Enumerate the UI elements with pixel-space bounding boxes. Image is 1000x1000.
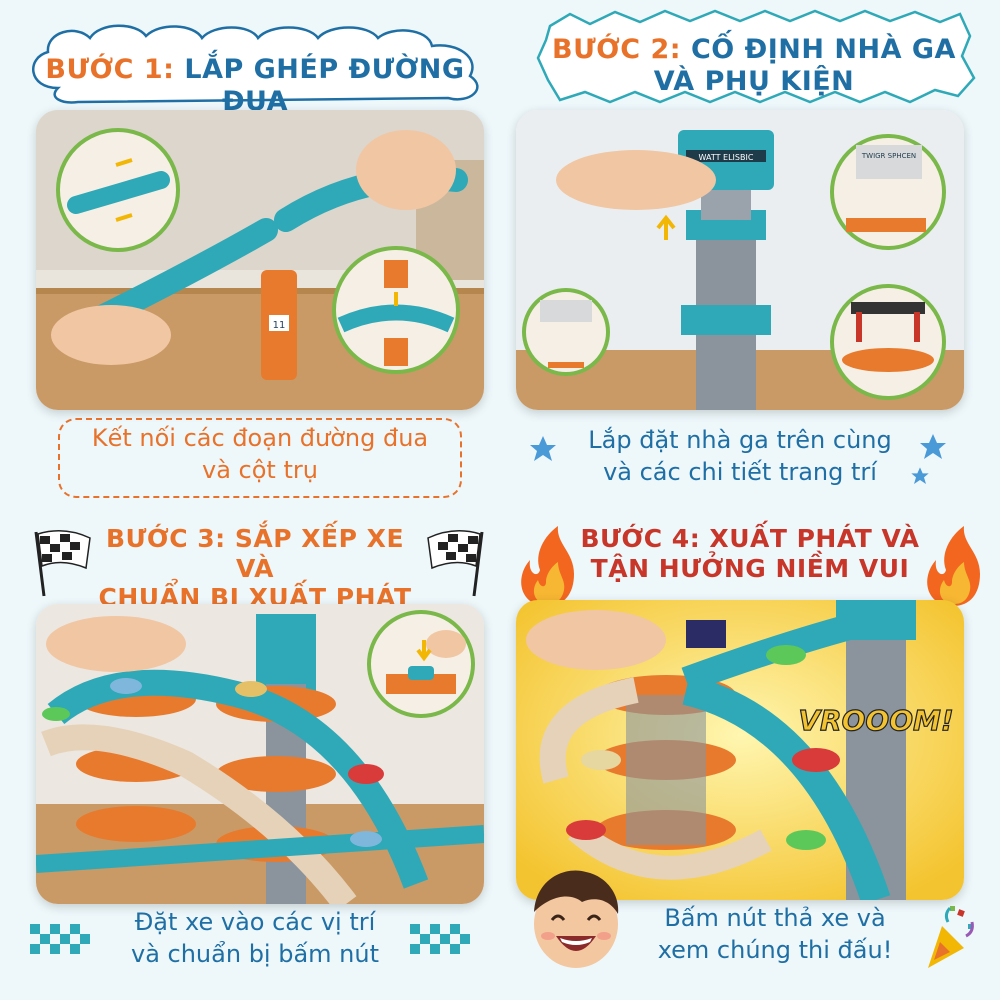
star-icon: [920, 434, 946, 459]
step-4-caption-line-1: Bấm nút thả xe và: [664, 904, 886, 932]
step-2-panel: BƯỚC 2: CỐ ĐỊNH NHÀ GA VÀ PHỤ KIỆN WATT …: [500, 0, 1000, 500]
step-4-photo: VROOOM!: [516, 600, 964, 900]
step-4-number: BƯỚC 4:: [580, 524, 701, 553]
billboard-text: TWIGR SPHCEN: [861, 152, 916, 160]
step-4-caption-line-2: xem chúng thi đấu!: [657, 936, 893, 965]
step-2-caption: Lắp đặt nhà ga trên cùng và các chi tiết…: [560, 424, 920, 489]
step-4-panel: BƯỚC 4: XUẤT PHÁT VÀ TẬN HƯỞNG NIỀM VUI: [500, 500, 1000, 1000]
step-3-heading-line-1: SẮP XẾP XE VÀ: [234, 524, 405, 583]
step-4-heading-line-2: TẬN HƯỞNG NIỀM VUI: [590, 553, 910, 583]
step-1-photo: 11: [36, 110, 484, 410]
star-icon: [911, 467, 929, 484]
smiling-boy-avatar: [534, 870, 619, 968]
step-1-caption-line-2: và cột trụ: [202, 456, 318, 485]
step-3-panel: BƯỚC 3: SẮP XẾP XE VÀ CHUẨN BỊ XUẤT PHÁT: [0, 500, 500, 1000]
star-icon: [530, 436, 556, 461]
station-sign: WATT ELISBIC: [699, 153, 754, 162]
step-2-caption-line-2: và các chi tiết trang trí: [603, 458, 877, 487]
flame-icon: [521, 526, 574, 606]
party-popper-icon: [928, 906, 974, 968]
step-3-photo: [36, 604, 484, 904]
step-2-photo: WATT ELISBIC TWIGR SPHCEN: [516, 110, 964, 410]
step-1-panel: BƯỚC 1: LẮP GHÉP ĐƯỜNG ĐUA 11: [0, 0, 500, 500]
step-3-caption: Đặt xe vào các vị trí và chuẩn bị bấm nú…: [100, 906, 410, 971]
cloud-title-background: [32, 24, 479, 104]
step-4-heading-line-1: XUẤT PHÁT VÀ: [709, 524, 920, 553]
checkered-border-icon: [410, 924, 470, 954]
checkered-flag-icon: [427, 530, 484, 597]
step-3-title: BƯỚC 3: SẮP XẾP XE VÀ CHUẨN BỊ XUẤT PHÁT: [90, 524, 420, 613]
step-3-caption-line-2: và chuẩn bị bấm nút: [130, 940, 379, 969]
step-2-heading-line-1: CỐ ĐỊNH NHÀ GA: [690, 34, 956, 65]
step-1-caption: Kết nối các đoạn đường đua và cột trụ: [58, 422, 462, 487]
step-1-caption-frame: [58, 418, 462, 498]
step-1-heading: LẮP GHÉP ĐƯỜNG ĐUA: [184, 54, 465, 117]
step-4-title: BƯỚC 4: XUẤT PHÁT VÀ TẬN HƯỞNG NIỀM VUI: [570, 524, 930, 583]
step-4-caption: Bấm nút thả xe và xem chúng thi đấu!: [630, 902, 920, 967]
step-2-heading-line-2: VÀ PHỤ KIỆN: [653, 65, 855, 97]
step-2-title: BƯỚC 2: CỐ ĐỊNH NHÀ GA VÀ PHỤ KIỆN: [534, 34, 974, 98]
step-3-number: BƯỚC 3:: [105, 524, 226, 553]
starburst-title-background: [536, 9, 976, 104]
step-1-caption-line-1: Kết nối các đoạn đường đua: [91, 424, 429, 452]
checkered-border-icon: [30, 924, 90, 954]
vroom-sound-effect: VROOOM!: [798, 704, 953, 737]
step-2-caption-line-1: Lắp đặt nhà ga trên cùng: [588, 426, 892, 454]
step-2-number: BƯỚC 2:: [552, 34, 682, 65]
step-1-number: BƯỚC 1:: [45, 54, 175, 85]
checkered-flag-icon: [34, 530, 91, 597]
flame-icon: [927, 526, 980, 606]
post-label: 11: [273, 320, 286, 331]
step-1-title: BƯỚC 1: LẮP GHÉP ĐƯỜNG ĐUA: [20, 54, 490, 118]
step-3-caption-line-1: Đặt xe vào các vị trí: [134, 908, 376, 936]
